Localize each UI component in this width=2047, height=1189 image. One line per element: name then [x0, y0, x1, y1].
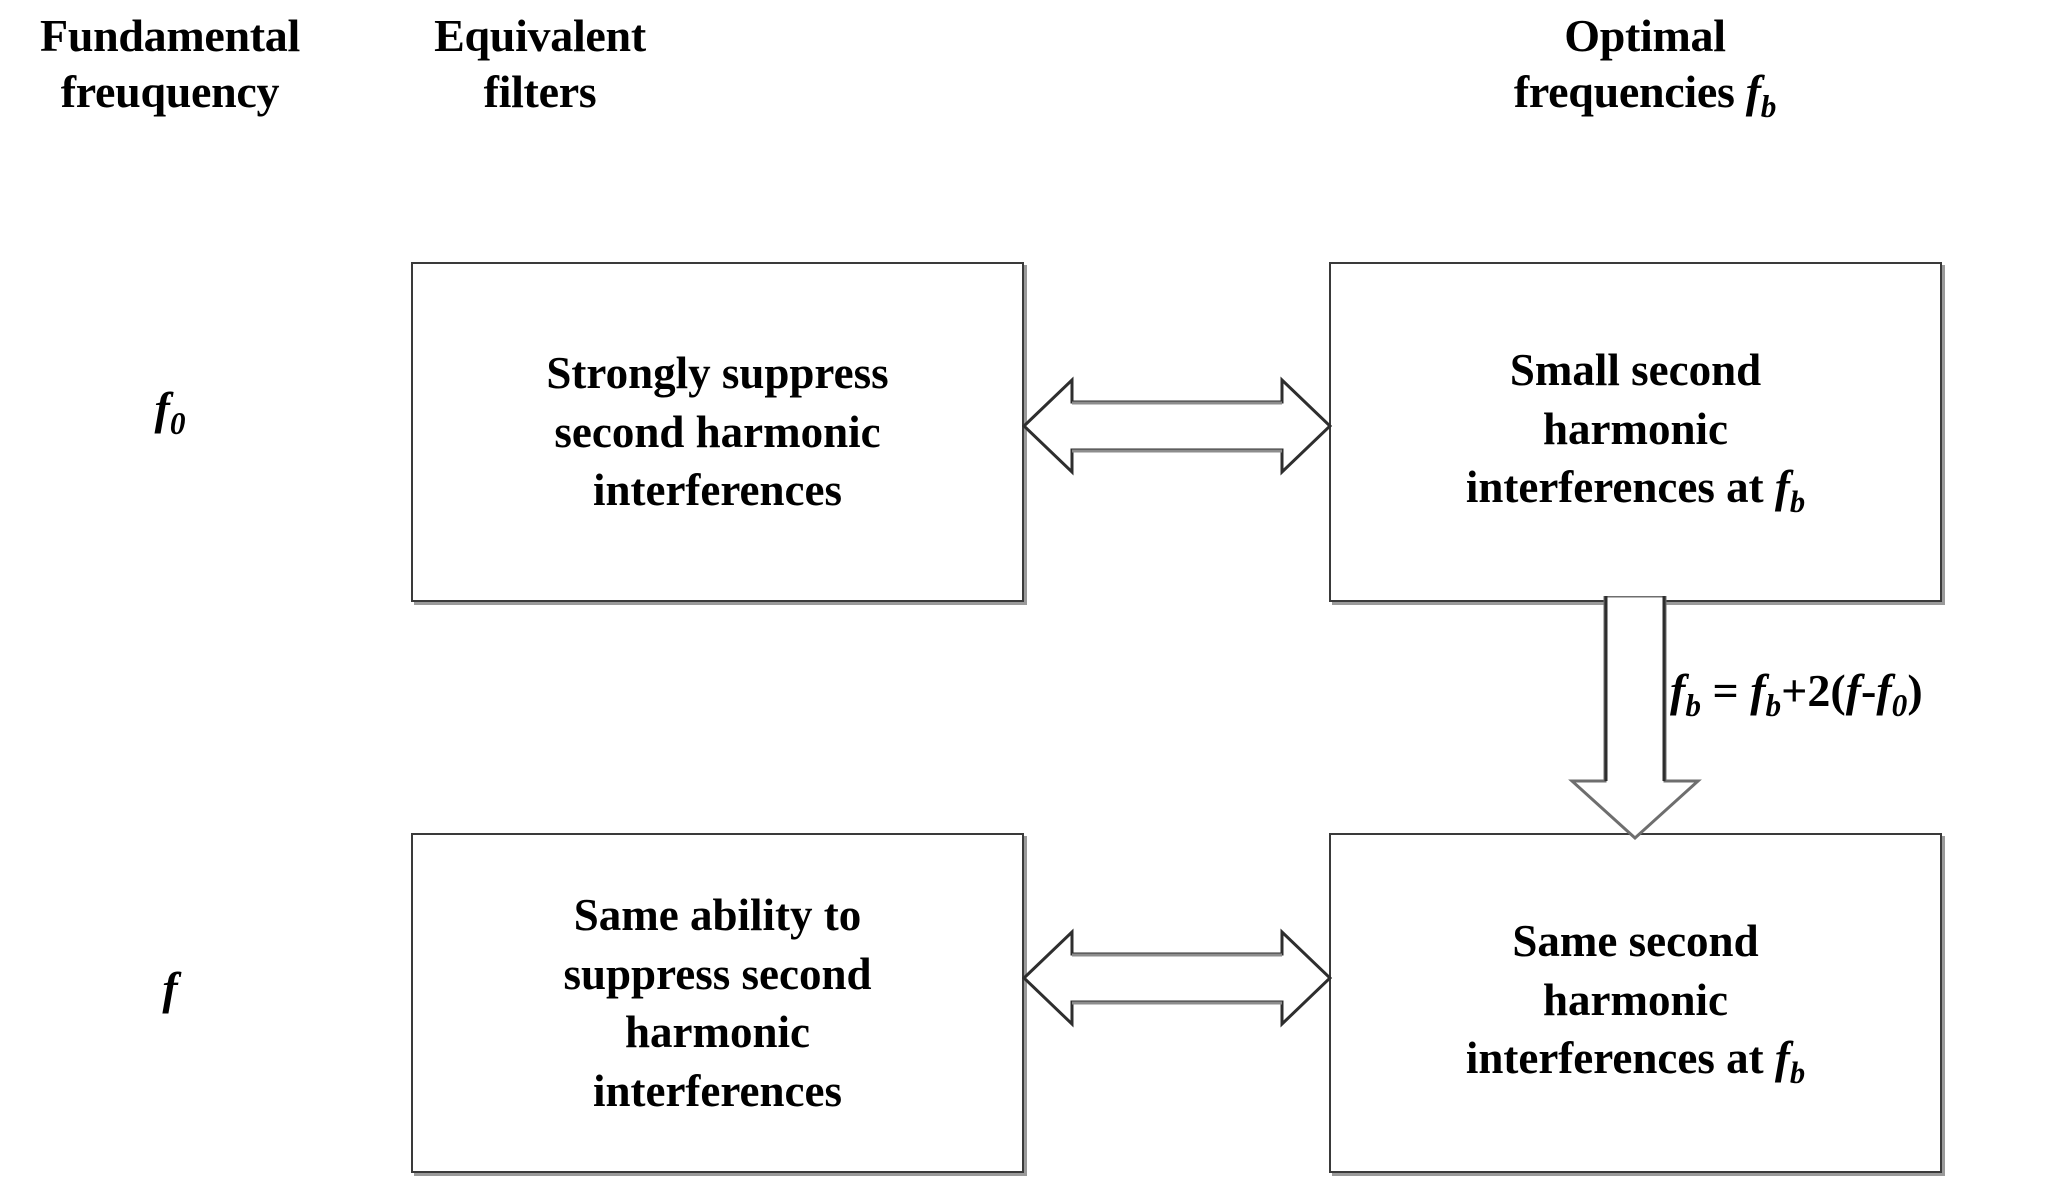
box-same-ability-text: Same ability to suppress second harmonic…	[549, 886, 885, 1120]
row-label-f0-symbol: f	[154, 383, 170, 434]
formula-rhs-f: f	[1750, 665, 1766, 716]
box-same-second-line3-prefix: interferences at	[1465, 1033, 1775, 1084]
box-strongly-suppress-line1: Strongly suppress	[546, 348, 889, 399]
box-small-second-subscript-b: b	[1789, 485, 1806, 520]
box-same-ability-line2: suppress second	[563, 948, 872, 999]
box-strongly-suppress-second-harmonic-interferences: Strongly suppress second harmonic interf…	[411, 262, 1024, 602]
box-same-second-text: Same second harmonic interferences at fb	[1452, 912, 1819, 1094]
header-optimal-prefix: frequencies	[1513, 66, 1746, 118]
formula-lhs-f: f	[1670, 665, 1686, 716]
column-header-fundamental-frequency: Fundamental freuquency	[0, 8, 340, 120]
header-filters-line1: Equivalent	[434, 10, 646, 61]
box-same-second-line1: Same second	[1512, 916, 1759, 967]
formula-label-fb-equation: fb = fb+2(f-f0)	[1670, 664, 1923, 724]
header-fundamental-line2: freuquency	[60, 66, 280, 118]
header-filters-line2: filters	[483, 66, 597, 118]
formula-equals: =	[1700, 665, 1751, 716]
formula-close-paren: )	[1907, 665, 1923, 716]
formula-plus-two-open: +2(	[1781, 665, 1846, 716]
box-strongly-suppress-text: Strongly suppress second harmonic interf…	[532, 344, 902, 520]
row-label-f: f	[0, 962, 340, 1015]
row-label-f-symbol: f	[162, 963, 178, 1014]
box-strongly-suppress-line3: interferences	[592, 465, 843, 516]
header-optimal-line1: Optimal	[1564, 10, 1726, 61]
header-optimal-symbol-f: f	[1745, 66, 1761, 118]
box-same-ability-suppress-second-harmonic-interferences: Same ability to suppress second harmonic…	[411, 833, 1024, 1173]
row-label-f0-subscript: 0	[169, 406, 186, 442]
down-arrow-icon	[1560, 594, 1710, 841]
box-small-second-harmonic-interferences: Small second harmonic interferences at f…	[1329, 262, 1942, 602]
box-same-ability-line4: interferences	[592, 1065, 843, 1116]
box-small-second-line2: harmonic	[1542, 403, 1728, 454]
box-same-second-line2: harmonic	[1542, 974, 1728, 1025]
box-small-second-line3: interferences at fb	[1466, 458, 1805, 523]
formula-minus: -	[1861, 665, 1877, 716]
double-headed-arrow-icon-top	[1021, 366, 1333, 486]
header-optimal-line2: frequencies fb	[1330, 64, 1960, 126]
box-same-second-harmonic-interferences: Same second harmonic interferences at fb	[1329, 833, 1942, 1173]
double-headed-arrow-icon-bottom	[1021, 918, 1333, 1038]
column-header-optimal-frequencies: Optimal frequencies fb	[1330, 8, 1960, 126]
box-same-ability-line3: harmonic	[624, 1007, 810, 1057]
formula-f-term: f	[1845, 665, 1862, 716]
formula-f0-subscript: 0	[1891, 688, 1908, 724]
box-small-second-symbol-f: f	[1774, 462, 1790, 513]
header-fundamental-line1: Fundamental	[40, 10, 300, 61]
box-small-second-line1: Small second	[1509, 345, 1762, 396]
box-same-second-subscript-b: b	[1789, 1056, 1806, 1091]
row-label-f0: f0	[0, 382, 340, 442]
box-strongly-suppress-line2: second harmonic	[554, 406, 881, 457]
box-small-second-text: Small second harmonic interferences at f…	[1452, 341, 1819, 523]
box-same-second-line3: interferences at fb	[1466, 1029, 1805, 1094]
formula-f0-symbol: f	[1876, 665, 1892, 716]
box-small-second-line3-prefix: interferences at	[1465, 462, 1775, 513]
formula-lhs-sub-b: b	[1685, 688, 1701, 724]
box-same-ability-line1: Same ability to	[573, 890, 862, 940]
formula-rhs-sub-b: b	[1765, 688, 1782, 724]
box-same-second-symbol-f: f	[1774, 1033, 1790, 1084]
column-header-equivalent-filters: Equivalent filters	[360, 8, 720, 120]
header-optimal-subscript-b: b	[1760, 89, 1777, 125]
